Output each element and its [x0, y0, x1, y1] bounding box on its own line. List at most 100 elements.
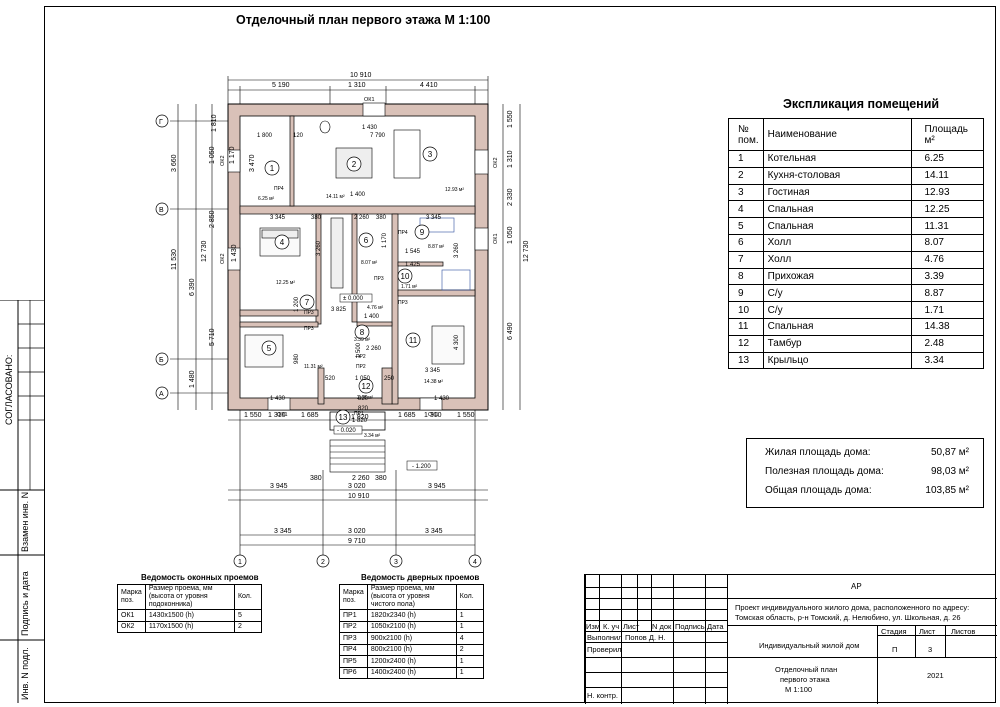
room-number-cell: 9 [728, 284, 764, 303]
ds-h-size: Размер проема, мм (высота от уровня чист… [366, 584, 457, 610]
level-mark: - 1.200 [412, 464, 431, 470]
room-name-cell: С/у [762, 301, 913, 319]
executed-label: Выполнил [587, 633, 623, 642]
room-name-cell: Спальная [762, 317, 913, 336]
inner-dim: 520 [325, 376, 336, 382]
inner-dim: 3 825 [331, 307, 347, 313]
room-area: 8.07 м² [361, 260, 378, 266]
room-name-cell: Тамбур [762, 334, 913, 353]
door-mark: ПР3 [398, 300, 408, 306]
sign-date-label: Подпись и дата [20, 571, 30, 636]
dim-left-2: 2 850 [209, 210, 216, 228]
axis-4: 4 [473, 559, 477, 566]
room-marker [358, 232, 374, 248]
room-number-cell: 6 [728, 233, 764, 252]
dim-bottom-17: 9 710 [348, 538, 366, 545]
room-name-cell: Котельная [762, 150, 913, 168]
qty-cell: 1 [455, 620, 485, 633]
useful-area-value: 98,03 м² [930, 466, 969, 477]
inner-dim: 1 800 [257, 133, 273, 139]
stage-label: Стадия [881, 627, 907, 636]
inner-dim: 820 [358, 406, 369, 412]
dim-bottom-16: 3 345 [425, 528, 443, 535]
inner-dim: 1 170 [382, 232, 388, 248]
room-number-cell: 4 [728, 200, 764, 219]
room-name-cell: Холл [762, 233, 913, 252]
col-kuch: К. уч [603, 622, 620, 631]
room-name-cell: Спальная [762, 217, 913, 235]
room-number: 1 [270, 164, 275, 173]
room-marker [414, 224, 430, 240]
size-cell: 1050x2100 (h) [366, 620, 457, 633]
room-number-cell: 12 [728, 334, 764, 353]
dim-bottom-6: 1 550 [457, 412, 475, 419]
doors-schedule-title: Ведомость дверных проемов [361, 573, 480, 582]
window-mark: ОК2 [220, 253, 226, 264]
room-area-cell: 1.71 [911, 301, 984, 319]
sheets-label: Листов [951, 627, 976, 636]
useful-area-label: Полезная площадь дома: [765, 466, 884, 477]
project-name: Проект индивидуального жилого дома, расп… [735, 603, 970, 612]
mark-cell: ПР6 [339, 666, 368, 679]
room-area: 12.93 м² [445, 187, 464, 193]
dim-top-total: 10 910 [350, 72, 372, 79]
room-number: 3 [428, 150, 433, 159]
room-number-cell: 1 [728, 150, 764, 168]
col-list: Лист [623, 622, 640, 631]
room-marker [358, 378, 374, 394]
dim-right-5: 6 490 [507, 322, 514, 340]
size-cell: 1400x2400 (h) [366, 666, 457, 679]
header-name: Наименование [762, 118, 913, 151]
level-mark: ± 0.000 [343, 296, 364, 302]
room-area-cell: 6.25 [911, 150, 984, 168]
size-cell: 1170x1500 (h) [144, 620, 235, 633]
project-address: Томская область, р-н Томский, д. Нелюбин… [735, 613, 961, 622]
room-number: 5 [267, 344, 272, 353]
inner-dim: 820 [358, 396, 369, 402]
room-number: 2 [352, 160, 357, 169]
mark-cell: ПР1 [339, 609, 368, 622]
left-approval-strip: СОГЛАСОВАНО: Взамен инв. N Подпись и дат… [0, 300, 44, 703]
room-area-cell: 14.38 [911, 317, 984, 336]
size-cell: 800x2100 (h) [366, 643, 457, 656]
size-cell: 900x2100 (h) [366, 632, 457, 645]
dim-right-0: 1 550 [507, 110, 514, 128]
mark-cell: ПР2 [339, 620, 368, 633]
drawing-frame [44, 6, 996, 703]
dim-left-7: 1 050 [209, 146, 216, 164]
dim-bottom-13: 10 910 [348, 493, 370, 500]
inner-dim: 2 260 [366, 346, 382, 352]
qty-cell: 4 [455, 632, 485, 645]
inner-dim: 250 [384, 376, 395, 382]
qty-cell: 2 [455, 643, 485, 656]
window-mark: ОК2 [220, 155, 226, 166]
room-area-cell: 3.34 [911, 351, 984, 370]
dim-top-1: 5 190 [272, 82, 290, 89]
dim-bottom-0: 1 550 [244, 412, 262, 419]
dim-bottom-14: 3 345 [274, 528, 292, 535]
door-mark: ПР4 [398, 230, 408, 236]
room-area: 6.25 м² [258, 196, 275, 202]
room-number: 10 [401, 272, 410, 281]
room-area: 11.31 м² [304, 364, 323, 370]
dim-bottom-2: 1 685 [301, 412, 319, 419]
living-area-value: 50,87 м² [930, 447, 969, 458]
dim-left-3: 11 530 [171, 249, 178, 270]
dim-left-5: 5 710 [209, 328, 216, 346]
stage-value: П [892, 645, 898, 654]
mark-cell: ОК2 [117, 620, 146, 633]
living-area-label: Жилая площадь дома: [765, 447, 871, 458]
doors-schedule-table: Марка поз. Размер проема, мм (высота от … [339, 584, 485, 679]
inner-dim: 4 300 [454, 334, 460, 350]
mark-cell: ПР5 [339, 655, 368, 668]
door-mark: ПР2 [356, 364, 366, 370]
room-number: 12 [362, 382, 371, 391]
room-marker [422, 146, 438, 162]
